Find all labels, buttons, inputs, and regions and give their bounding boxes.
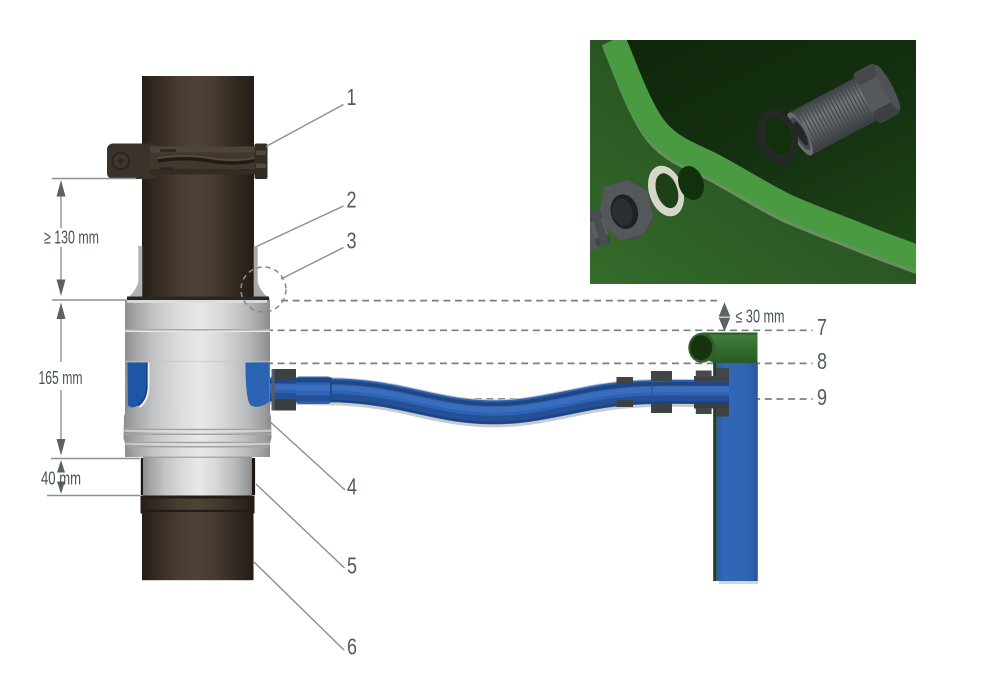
svg-text:9: 9: [817, 384, 827, 410]
svg-text:5: 5: [347, 553, 357, 579]
svg-text:4: 4: [347, 474, 357, 500]
svg-text:3: 3: [347, 228, 357, 254]
svg-text:165 mm: 165 mm: [39, 367, 83, 388]
svg-text:2: 2: [347, 186, 357, 212]
svg-text:1: 1: [347, 84, 357, 110]
svg-text:6: 6: [347, 634, 357, 660]
svg-text:7: 7: [817, 314, 827, 340]
svg-text:≤ 30 mm: ≤ 30 mm: [736, 307, 785, 327]
svg-text:40 mm: 40 mm: [41, 468, 81, 489]
svg-text:8: 8: [817, 348, 827, 374]
svg-text:≥ 130 mm: ≥ 130 mm: [44, 227, 99, 248]
